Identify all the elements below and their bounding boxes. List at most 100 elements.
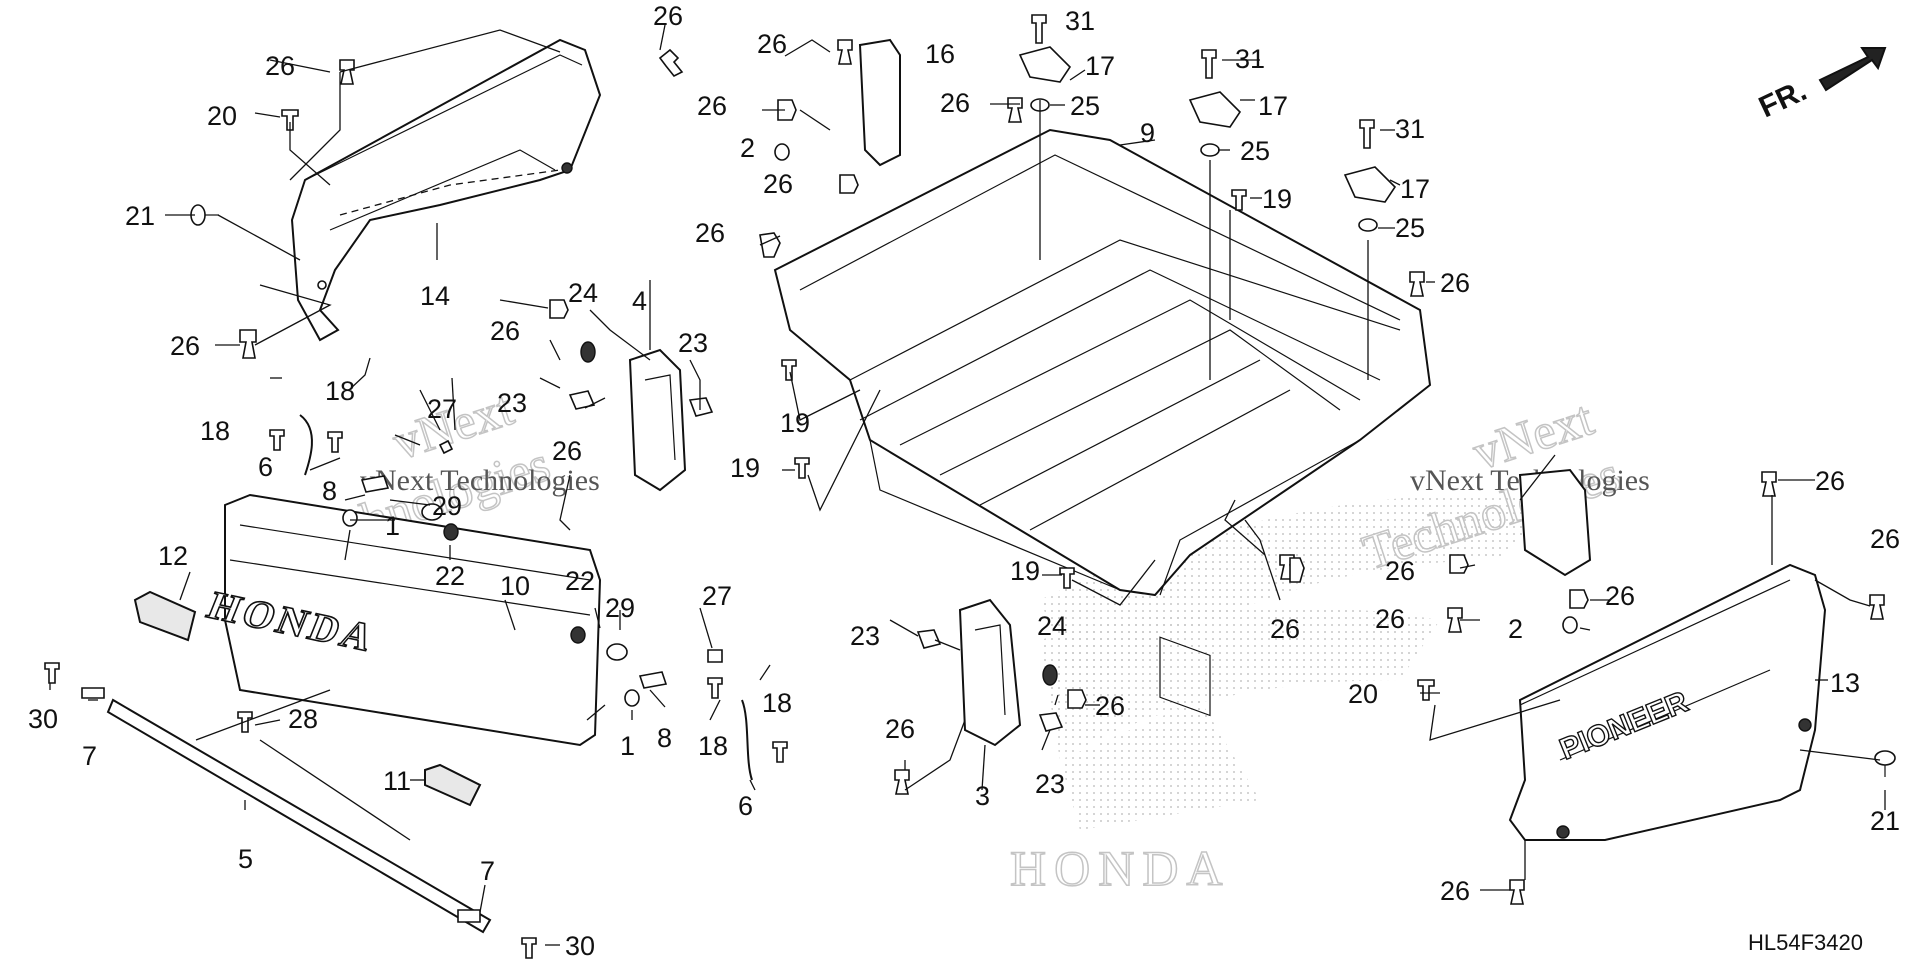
callout-25: 25 <box>1240 136 1270 166</box>
nut-icon <box>443 523 459 541</box>
pin-icon <box>81 687 105 699</box>
rivet-icon <box>1874 750 1896 777</box>
callout-22: 22 <box>565 566 595 596</box>
nut-icon <box>568 390 596 410</box>
callout-26: 26 <box>940 88 970 118</box>
callout-26: 26 <box>763 169 793 199</box>
callout-29: 29 <box>432 491 462 521</box>
part-3-bracket <box>958 598 1022 747</box>
callout-16: 16 <box>925 39 955 69</box>
callout-26: 26 <box>885 714 915 744</box>
bolt-icon <box>438 439 454 455</box>
callout-25: 25 <box>1395 213 1425 243</box>
callout-28: 28 <box>288 704 318 734</box>
bolt-icon <box>269 429 285 451</box>
clip-icon <box>1509 879 1525 905</box>
spacer-icon <box>342 509 358 527</box>
tie-down-bracket-icon <box>1018 46 1072 83</box>
callout-26: 26 <box>1375 604 1405 634</box>
callout-14: 14 <box>420 281 450 311</box>
cable-icon <box>299 414 313 476</box>
callout-24: 24 <box>568 278 598 308</box>
callout-26: 26 <box>757 29 787 59</box>
washer-icon <box>606 643 628 661</box>
screw-icon <box>281 109 299 131</box>
bolt-icon <box>772 741 788 763</box>
callout-18: 18 <box>698 731 728 761</box>
callout-7: 7 <box>480 856 495 886</box>
bolt-icon <box>1031 14 1047 44</box>
clip-icon <box>837 39 853 65</box>
bolt-icon <box>707 677 723 699</box>
hinge-icon <box>638 671 668 689</box>
cable-icon <box>741 699 753 781</box>
clip-icon <box>1449 554 1469 574</box>
bolt-icon <box>707 649 723 663</box>
callout-26: 26 <box>1095 691 1125 721</box>
clip-icon <box>894 769 910 795</box>
callout-29: 29 <box>605 593 635 623</box>
callout-26: 26 <box>1605 581 1635 611</box>
callout-1: 1 <box>385 511 400 541</box>
clip-icon <box>1569 589 1589 609</box>
callout-19: 19 <box>730 453 760 483</box>
callout-26: 26 <box>490 316 520 346</box>
hinge-icon <box>360 475 390 493</box>
part-13-right-side-panel: PIONEER <box>1508 563 1827 841</box>
washer-icon <box>1358 218 1378 232</box>
callout-23: 23 <box>497 388 527 418</box>
part-12-handle <box>133 590 197 642</box>
callout-20: 20 <box>207 101 237 131</box>
callout-26: 26 <box>1815 466 1845 496</box>
screw-icon <box>1059 567 1075 589</box>
bolt-icon <box>327 431 343 453</box>
watermark-line-text: vNext Technologies <box>360 464 600 497</box>
bushing-icon <box>1562 616 1578 634</box>
screw-icon <box>1417 679 1435 701</box>
callout-17: 17 <box>1258 91 1288 121</box>
leader-lines <box>49 24 1886 946</box>
clip-icon <box>339 59 355 85</box>
callout-12: 12 <box>158 541 188 571</box>
screw-icon <box>1231 189 1247 211</box>
callout-17: 17 <box>1400 174 1430 204</box>
clip-icon <box>1869 594 1885 620</box>
callout-21: 21 <box>1870 806 1900 836</box>
callout-26: 26 <box>1440 876 1470 906</box>
nut-icon <box>570 626 586 644</box>
screw-icon <box>794 457 810 479</box>
part-9-cargo-bed <box>773 128 1432 717</box>
front-label: FR. <box>1754 74 1812 124</box>
callout-1: 1 <box>620 731 635 761</box>
callout-26: 26 <box>1440 268 1470 298</box>
clip-icon <box>1289 557 1305 583</box>
callout-2: 2 <box>1508 614 1523 644</box>
washer-icon <box>1200 143 1220 157</box>
clip-icon <box>1007 97 1023 123</box>
callout-27: 27 <box>702 581 732 611</box>
callout-6: 6 <box>738 791 753 821</box>
clip-icon <box>549 299 569 319</box>
callout-8: 8 <box>322 476 337 506</box>
callout-25: 25 <box>1070 91 1100 121</box>
callout-21: 21 <box>125 201 155 231</box>
part-11-latch <box>424 763 482 807</box>
clip-icon <box>1761 471 1777 497</box>
callout-26: 26 <box>1270 614 1300 644</box>
callout-3: 3 <box>975 781 990 811</box>
part-4-bracket <box>628 348 687 492</box>
callout-8: 8 <box>657 723 672 753</box>
bolt-icon <box>1201 49 1217 79</box>
clip-icon <box>658 48 684 78</box>
callout-4: 4 <box>632 286 647 316</box>
callout-2: 2 <box>740 133 755 163</box>
tie-down-bracket-icon <box>1188 91 1242 128</box>
hardware-group <box>44 14 1896 959</box>
screw-icon <box>781 359 797 381</box>
part-14-left-side-panel <box>290 38 602 342</box>
bushing-icon <box>774 143 790 161</box>
callout-24: 24 <box>1037 611 1067 641</box>
callout-26: 26 <box>1870 524 1900 554</box>
callout-26: 26 <box>265 51 295 81</box>
